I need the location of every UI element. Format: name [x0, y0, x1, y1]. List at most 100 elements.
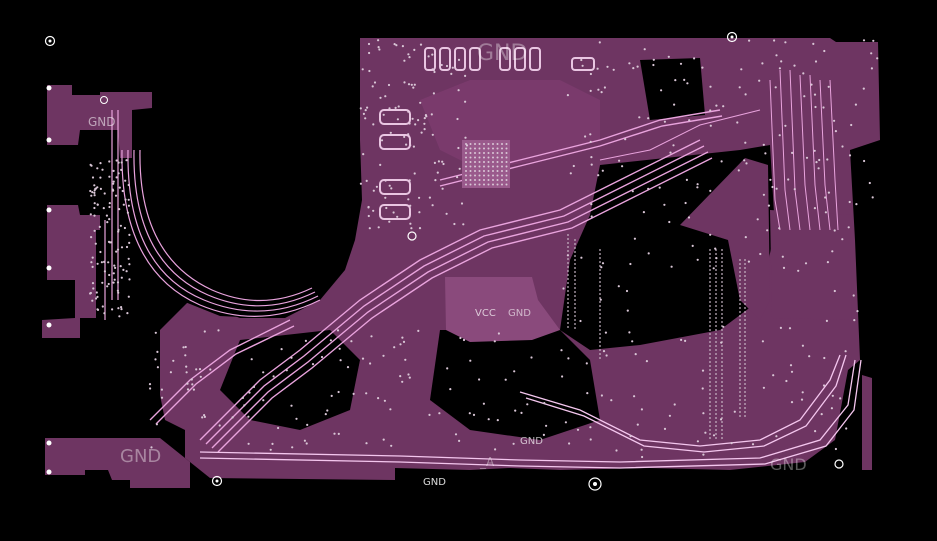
via	[337, 390, 340, 394]
via	[802, 72, 805, 75]
connector-pin	[599, 269, 601, 271]
via	[393, 346, 396, 349]
connector-pin	[715, 325, 717, 327]
via	[410, 83, 413, 86]
via	[156, 350, 159, 353]
via	[385, 206, 388, 210]
via	[393, 43, 396, 46]
via	[449, 388, 452, 391]
connector-pin	[744, 359, 746, 361]
via	[89, 292, 92, 295]
via	[123, 226, 126, 230]
via	[602, 350, 606, 353]
connector-pin	[744, 271, 746, 273]
connector-pin	[599, 337, 601, 339]
connector-pin	[721, 361, 723, 363]
via	[567, 357, 570, 360]
via	[642, 211, 646, 214]
via	[407, 83, 411, 86]
via	[271, 442, 274, 445]
bga-ball	[487, 143, 490, 145]
via	[762, 193, 766, 196]
via	[434, 179, 437, 182]
via	[101, 305, 104, 308]
bga-ball	[496, 152, 499, 154]
bga-ball	[496, 143, 499, 145]
copper-island-vcc	[445, 277, 560, 342]
bga-ball	[474, 147, 476, 150]
bga-ball	[469, 156, 472, 159]
connector-pin	[739, 347, 741, 349]
connector-pin	[709, 409, 711, 411]
connector-pin	[721, 305, 723, 307]
via	[114, 194, 118, 197]
via	[320, 355, 324, 359]
via	[845, 427, 848, 430]
connector-pin	[709, 393, 711, 395]
bga-ball	[483, 161, 485, 163]
via	[775, 435, 778, 438]
connector-pin	[721, 285, 723, 287]
via	[457, 58, 461, 62]
void-top-right	[640, 58, 705, 120]
connector-pin	[721, 345, 723, 347]
via	[423, 117, 426, 120]
via	[291, 446, 294, 449]
connector-pin	[599, 281, 601, 283]
via	[629, 262, 632, 266]
via	[468, 412, 471, 415]
via	[868, 181, 871, 185]
via	[847, 226, 850, 229]
bga-ball	[465, 156, 467, 159]
connector-pin	[709, 437, 711, 439]
via	[372, 123, 375, 126]
via	[367, 42, 371, 46]
connector-pin	[744, 275, 746, 277]
label-gnd-bottom-right: GND	[770, 455, 807, 474]
via	[631, 190, 634, 193]
connector-pin-columns	[567, 234, 746, 439]
via	[364, 109, 367, 112]
via	[779, 326, 783, 329]
via	[580, 256, 583, 259]
via	[124, 198, 127, 201]
via	[128, 241, 131, 244]
connector-pin	[715, 349, 717, 351]
connector-pin	[744, 343, 746, 345]
via	[827, 85, 830, 88]
via	[813, 149, 816, 152]
via	[303, 439, 306, 442]
connector-pin	[744, 299, 746, 301]
via	[520, 411, 523, 414]
via	[417, 329, 420, 332]
connector-pin	[744, 279, 746, 281]
via	[277, 426, 280, 430]
via	[800, 398, 804, 401]
via	[106, 285, 109, 288]
via	[365, 392, 368, 395]
connector-pin	[599, 309, 601, 311]
via	[195, 368, 198, 371]
via	[333, 432, 336, 435]
via	[371, 85, 374, 88]
connector-pin	[744, 371, 746, 373]
via	[91, 176, 95, 179]
via	[818, 158, 821, 162]
connector-pin	[721, 413, 723, 415]
connector-pin	[715, 373, 717, 375]
via	[377, 39, 380, 42]
mounting-holes	[44, 31, 844, 491]
connector-pin	[744, 335, 746, 337]
bga-ball	[505, 165, 508, 168]
connector-pin	[599, 285, 601, 287]
via	[329, 339, 332, 342]
via	[855, 203, 858, 206]
connector-pin	[567, 282, 569, 284]
via	[90, 194, 93, 197]
via	[108, 160, 111, 163]
via	[766, 229, 769, 232]
via	[407, 53, 410, 56]
arc-trace-bundle	[121, 149, 321, 317]
via	[645, 360, 649, 363]
